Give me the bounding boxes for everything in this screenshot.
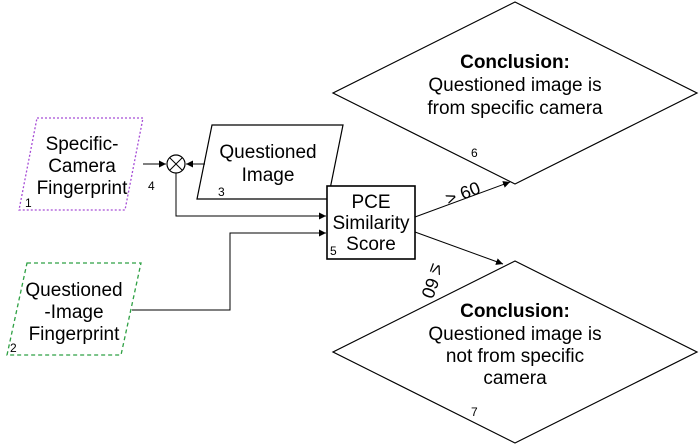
conclusion-from-camera-number: 6 xyxy=(471,146,478,160)
pce-score-label-2: Similarity xyxy=(332,213,410,234)
questioned-fingerprint-label-2: -Image xyxy=(44,302,103,323)
arrow-operator-to-pce xyxy=(175,173,326,220)
conclusion-not-from-camera-line-2: not from specific xyxy=(446,346,584,367)
pce-score-number: 5 xyxy=(330,244,337,258)
questioned-fingerprint-label-1: Questioned xyxy=(25,280,122,301)
questioned-image-node: Questioned Image 3 xyxy=(196,124,344,200)
camera-fingerprint-node: Specific- Camera Fingerprint 1 xyxy=(18,117,144,211)
pce-score-label-3: Score xyxy=(346,234,396,255)
conclusion-not-from-camera-diamond xyxy=(331,260,699,444)
pce-score-label-1: PCE xyxy=(351,192,390,213)
questioned-fingerprint-number: 2 xyxy=(10,341,17,355)
camera-fingerprint-label-2: Camera xyxy=(48,156,116,177)
questioned-image-label-2: Image xyxy=(242,165,295,186)
multiply-operator-number: 4 xyxy=(148,179,155,193)
questioned-image-number: 3 xyxy=(218,185,225,199)
multiply-operator-node: 4 xyxy=(148,154,186,193)
pce-score-box xyxy=(326,185,416,260)
questioned-image-label-1: Questioned xyxy=(219,142,316,163)
questioned-fingerprint-node: Questioned -Image Fingerprint 2 xyxy=(6,262,142,356)
camera-fingerprint-shape xyxy=(18,117,144,211)
multiply-operator-cross-b xyxy=(169,157,183,171)
conclusion-not-from-camera-heading: Conclusion: xyxy=(460,301,570,322)
conclusion-from-camera-line-2: from specific camera xyxy=(427,98,603,119)
arrow-pce-to-conclusion-from-camera xyxy=(414,181,511,218)
camera-fingerprint-label-1: Specific- xyxy=(46,134,119,155)
edge-label-greater-than: > 60 xyxy=(443,178,483,209)
camera-fingerprint-number: 1 xyxy=(25,196,32,210)
questioned-fingerprint-label-3: Fingerprint xyxy=(29,324,121,345)
conclusion-from-camera-node: Conclusion: Questioned image is from spe… xyxy=(331,1,699,185)
conclusion-from-camera-line-1: Questioned image is xyxy=(428,75,601,96)
conclusion-not-from-camera-number: 7 xyxy=(471,405,478,419)
conclusion-not-from-camera-node: Conclusion: Questioned image is not from… xyxy=(331,260,699,444)
pce-score-node: PCE Similarity Score 5 xyxy=(326,185,416,260)
conclusion-from-camera-heading: Conclusion: xyxy=(460,52,570,73)
edge-label-less-equal: ≤ 60 xyxy=(417,261,448,301)
arrow-pce-to-conclusion-not-from-camera xyxy=(414,231,504,265)
conclusion-not-from-camera-line-1: Questioned image is xyxy=(428,324,601,345)
conclusion-not-from-camera-line-3: camera xyxy=(483,368,547,389)
questioned-fingerprint-shape xyxy=(6,262,142,356)
conclusion-from-camera-diamond xyxy=(331,1,699,185)
arrow-questioned-fingerprint-to-pce xyxy=(132,229,326,311)
camera-fingerprint-label-3: Fingerprint xyxy=(37,178,129,199)
